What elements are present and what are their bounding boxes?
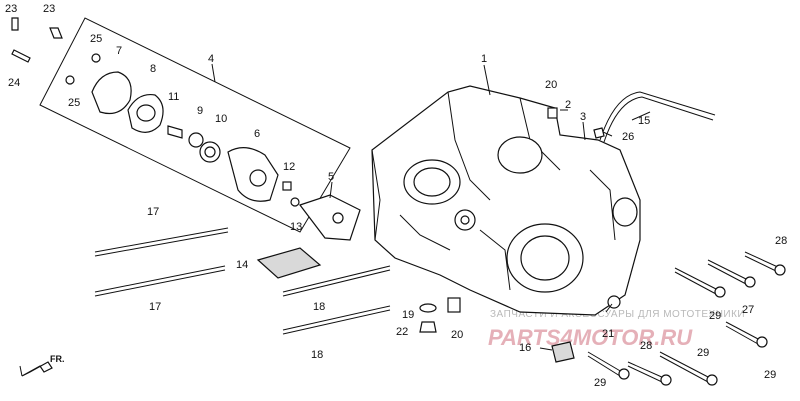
clip-26 <box>593 127 605 139</box>
callout-10: 10 <box>215 113 227 125</box>
callout-20a: 20 <box>545 79 557 91</box>
callout-12: 12 <box>283 161 295 173</box>
washer-19 <box>419 303 437 313</box>
callout-4: 4 <box>208 53 214 65</box>
callout-6: 6 <box>254 128 260 140</box>
callout-27: 27 <box>742 304 754 316</box>
callout-17a: 17 <box>147 206 159 218</box>
callout-29a: 29 <box>709 310 721 322</box>
callout-29d: 29 <box>594 377 606 389</box>
watermark-tagline: ЗАПЧАСТИ И АКСЕССУАРЫ ДЛЯ МОТОТЕХНИКИ <box>490 309 745 320</box>
callout-1: 1 <box>481 53 487 65</box>
callout-26: 26 <box>622 131 634 143</box>
callout-23a: 23 <box>5 3 17 15</box>
callout-23b: 23 <box>43 3 55 15</box>
callout-14: 14 <box>236 259 248 271</box>
callout-numbers: 1 2 3 4 5 6 7 8 9 10 11 12 13 14 15 16 1… <box>5 3 787 389</box>
callout-15: 15 <box>638 115 650 127</box>
crankcase-assembly <box>371 85 641 316</box>
dowel-pin-bottom <box>447 297 461 313</box>
callout-5: 5 <box>328 171 334 183</box>
callout-22: 22 <box>396 326 408 338</box>
oil-pump-group <box>11 17 351 233</box>
stud-bolts-18 <box>282 265 391 335</box>
callout-7: 7 <box>116 45 122 57</box>
callout-18a: 18 <box>313 301 325 313</box>
callout-3: 3 <box>580 111 586 123</box>
callout-9: 9 <box>197 105 203 117</box>
stud-bolts-17 <box>94 227 229 297</box>
breather-tube <box>599 91 716 143</box>
callout-24: 24 <box>8 77 20 89</box>
plug-16 <box>551 341 575 363</box>
callout-29c: 29 <box>764 369 776 381</box>
callout-16: 16 <box>519 342 531 354</box>
callout-11: 11 <box>168 91 179 103</box>
callout-2: 2 <box>565 99 571 111</box>
callout-19: 19 <box>402 309 414 321</box>
callout-25a: 25 <box>90 33 102 45</box>
callout-20b: 20 <box>451 329 463 341</box>
callout-28b: 28 <box>640 340 652 352</box>
callout-18b: 18 <box>311 349 323 361</box>
leader-lines <box>211 63 651 351</box>
front-arrow-icon <box>19 361 53 377</box>
case-bolts <box>587 251 786 386</box>
callout-29b: 29 <box>697 347 709 359</box>
callout-13: 13 <box>290 221 302 233</box>
callout-21: 21 <box>602 328 614 340</box>
callout-28a: 28 <box>775 235 787 247</box>
oil-screen <box>256 247 322 279</box>
dowel-pin-top <box>547 107 558 119</box>
watermark-logo: PARTS4MOTOR.RU <box>488 325 693 350</box>
callout-17b: 17 <box>149 301 161 313</box>
callout-8: 8 <box>150 63 156 75</box>
front-marker-label: FR. <box>50 354 65 364</box>
callout-25b: 25 <box>68 97 80 109</box>
oil-strainer-plate <box>290 194 361 241</box>
drain-bolt-22 <box>419 321 437 333</box>
